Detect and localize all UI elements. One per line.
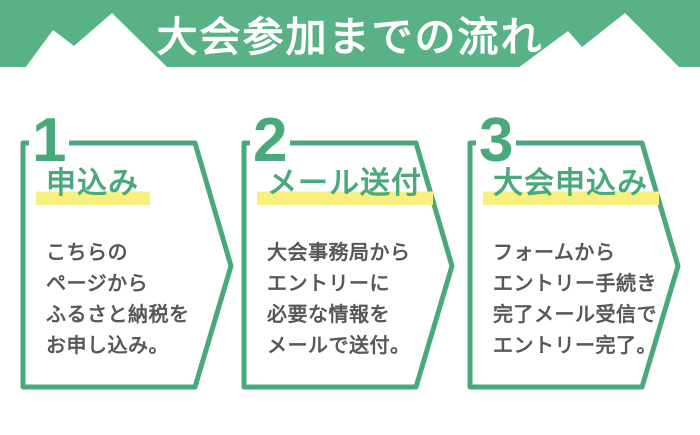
- description-line: メールで送付。: [267, 335, 411, 357]
- step-number: 2: [250, 110, 291, 172]
- description-line: エントリー完了。: [493, 335, 657, 357]
- step-card-3: 3 大会申込み フォームから エントリー手続き 完了メール受信で エントリー完了…: [467, 110, 681, 390]
- step-number: 3: [476, 110, 517, 172]
- step-number: 1: [29, 110, 70, 172]
- description-line: ふるさと納税を: [46, 304, 190, 326]
- description-line: お申し込み。: [46, 335, 169, 357]
- step-heading: メール送付: [257, 167, 433, 205]
- description-line: エントリーに: [267, 273, 390, 295]
- step-description: こちらの ページから ふるさと納税を お申し込み。: [46, 238, 224, 362]
- step-description: 大会事務局から エントリーに 必要な情報を メールで送付。: [267, 238, 445, 362]
- description-line: フォームから: [493, 242, 616, 264]
- description-line: こちらの: [46, 242, 128, 264]
- description-line: エントリー手続き: [493, 273, 657, 295]
- step-card-2: 2 メール送付 大会事務局から エントリーに 必要な情報を メールで送付。: [241, 110, 455, 390]
- mountains-left-icon: [25, 13, 168, 68]
- mountains-right-icon: [518, 13, 680, 68]
- description-line: 必要な情報を: [267, 304, 390, 326]
- header-banner: 大会参加までの流れ: [0, 0, 700, 68]
- page-title: 大会参加までの流れ: [156, 13, 544, 60]
- description-line: ページから: [46, 273, 149, 295]
- step-description: フォームから エントリー手続き 完了メール受信で エントリー完了。: [493, 238, 671, 362]
- description-line: 完了メール受信で: [493, 304, 657, 326]
- step-heading: 申込み: [36, 167, 150, 205]
- description-line: 大会事務局から: [267, 242, 411, 264]
- step-heading: 大会申込み: [483, 167, 659, 205]
- step-card-1: 1 申込み こちらの ページから ふるさと納税を お申し込み。: [20, 110, 234, 390]
